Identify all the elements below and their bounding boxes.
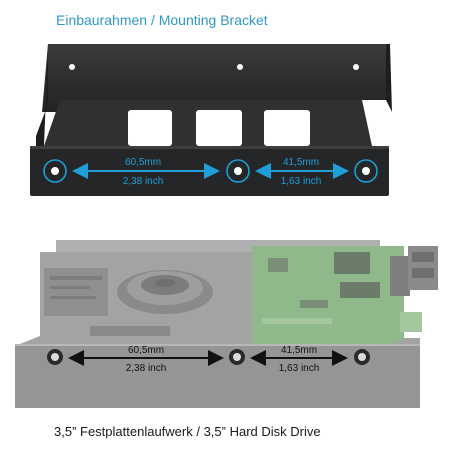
hdd-mount-hole <box>229 349 245 365</box>
bracket-top-hole <box>237 64 243 70</box>
bracket-back-plate <box>42 44 386 112</box>
hdd-mount-hole <box>47 349 63 365</box>
hard-disk-drive: 60,5mm 2,38 inch 41,5mm 1,63 inch <box>15 240 438 408</box>
hdd-span-right-mm: 41,5mm <box>281 345 317 356</box>
bracket-top-hole <box>69 64 75 70</box>
hdd-span-right-inch: 1,63 inch <box>279 363 320 374</box>
bracket-title: Einbaurahmen / Mounting Bracket <box>56 12 268 28</box>
mounting-bracket: 60,5mm 2,38 inch 41,5mm 1,63 inch <box>30 44 392 196</box>
bracket-span-left-inch: 2,38 inch <box>123 176 164 187</box>
bracket-mount-hole <box>354 159 378 183</box>
bracket-right-flange <box>386 44 392 112</box>
bracket-mount-hole <box>43 159 67 183</box>
drive-title: 3,5” Festplattenlaufwerk / 3,5” Hard Dis… <box>54 424 321 439</box>
bracket-left-flange <box>36 44 48 146</box>
bracket-span-left-mm: 60,5mm <box>125 157 161 168</box>
hdd-span-left-inch: 2,38 inch <box>126 363 167 374</box>
bracket-slot <box>196 110 242 146</box>
bracket-span-right-inch: 1,63 inch <box>281 176 322 187</box>
hdd-pcb <box>252 246 422 344</box>
bracket-slot <box>264 110 310 146</box>
bracket-mount-hole <box>226 159 250 183</box>
bracket-top-hole <box>353 64 359 70</box>
hdd-span-left-mm: 60,5mm <box>128 345 164 356</box>
hdd-mount-hole <box>354 349 370 365</box>
hdd-spindle <box>117 270 213 314</box>
hdd-label <box>44 268 108 316</box>
bracket-span-right-mm: 41,5mm <box>283 157 319 168</box>
bracket-slot <box>128 110 172 146</box>
